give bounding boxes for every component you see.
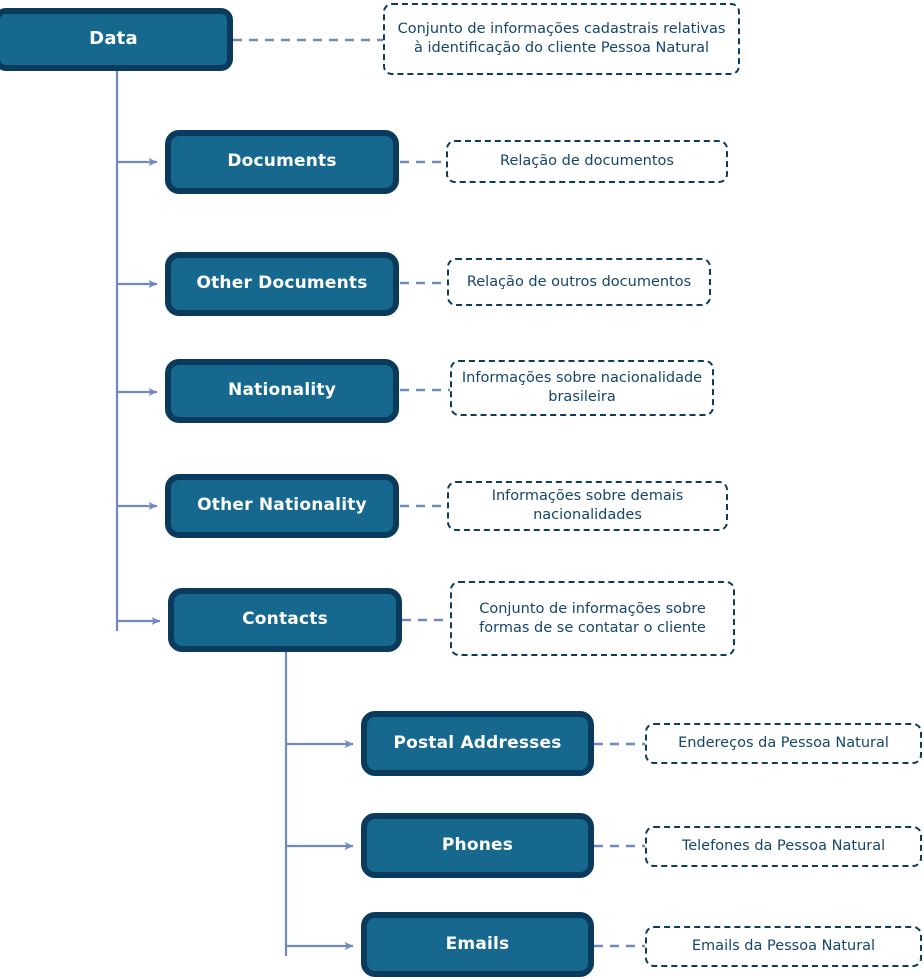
note-other-documents: Relação de outros documentos [447, 258, 711, 306]
node-emails[interactable]: Emails [361, 912, 594, 977]
note-contacts: Conjunto de informações sobre formas de … [450, 581, 735, 656]
note-postal-addresses: Endereços da Pessoa Natural [645, 723, 922, 764]
node-other-nationality[interactable]: Other Nationality [165, 474, 399, 538]
node-documents[interactable]: Documents [165, 130, 399, 194]
note-nationality: Informações sobre nacionalidade brasilei… [450, 360, 714, 416]
node-contacts[interactable]: Contacts [168, 588, 402, 652]
node-postal-addresses[interactable]: Postal Addresses [361, 711, 594, 776]
note-phones: Telefones da Pessoa Natural [645, 826, 922, 867]
note-data: Conjunto de informações cadastrais relat… [383, 3, 740, 75]
note-emails: Emails da Pessoa Natural [645, 926, 922, 967]
node-phones[interactable]: Phones [361, 813, 594, 878]
note-documents: Relação de documentos [446, 140, 728, 183]
node-other-documents[interactable]: Other Documents [165, 252, 399, 316]
note-other-nationality: Informações sobre demais nacionalidades [447, 481, 728, 531]
node-data[interactable]: Data [0, 8, 233, 71]
node-nationality[interactable]: Nationality [165, 359, 399, 423]
